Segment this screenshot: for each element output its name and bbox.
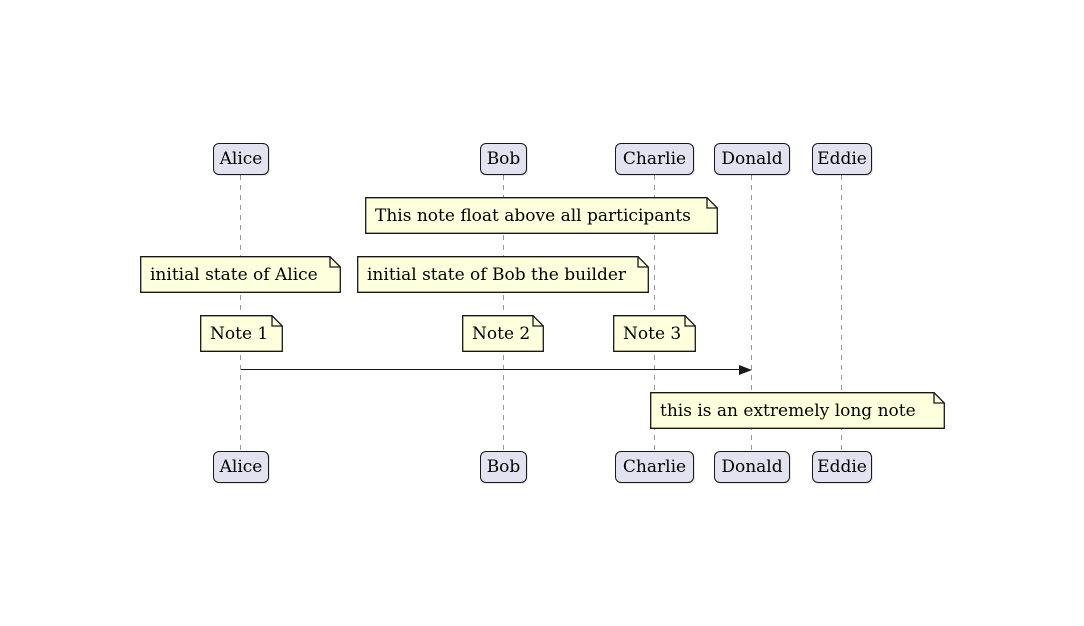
participant-alice-bottom: Alice xyxy=(213,451,269,483)
note-text: Note 1 xyxy=(210,323,269,344)
participant-eddie-bottom: Eddie xyxy=(812,451,872,483)
note-3: Note 3 xyxy=(613,315,696,352)
note-float-above: This note float above all participants xyxy=(365,197,718,234)
note-1: Note 1 xyxy=(200,315,283,352)
note-text: This note float above all participants xyxy=(375,205,691,226)
participant-charlie-top: Charlie xyxy=(615,143,694,175)
participant-bob-top: Bob xyxy=(480,143,527,175)
note-extremely-long: this is an extremely long note xyxy=(650,392,945,429)
participant-alice-top: Alice xyxy=(213,143,269,175)
participant-eddie-top: Eddie xyxy=(812,143,872,175)
lifeline-donald xyxy=(751,175,752,451)
arrowhead-icon xyxy=(739,365,752,375)
note-2: Note 2 xyxy=(462,315,544,352)
lifeline-alice xyxy=(240,175,241,451)
note-text: initial state of Bob the builder xyxy=(367,264,627,285)
arrow-line xyxy=(241,369,740,370)
lifeline-charlie xyxy=(654,175,655,451)
note-text: initial state of Alice xyxy=(150,264,318,285)
note-text: Note 2 xyxy=(472,323,531,344)
participant-donald-bottom: Donald xyxy=(714,451,790,483)
note-text: this is an extremely long note xyxy=(660,400,916,421)
participant-bob-bottom: Bob xyxy=(480,451,527,483)
lifeline-eddie xyxy=(841,175,842,451)
note-initial-bob: initial state of Bob the builder xyxy=(357,256,649,293)
lifeline-bob xyxy=(503,175,504,451)
participant-donald-top: Donald xyxy=(714,143,790,175)
note-initial-alice: initial state of Alice xyxy=(140,256,341,293)
participant-charlie-bottom: Charlie xyxy=(615,451,694,483)
note-text: Note 3 xyxy=(623,323,682,344)
